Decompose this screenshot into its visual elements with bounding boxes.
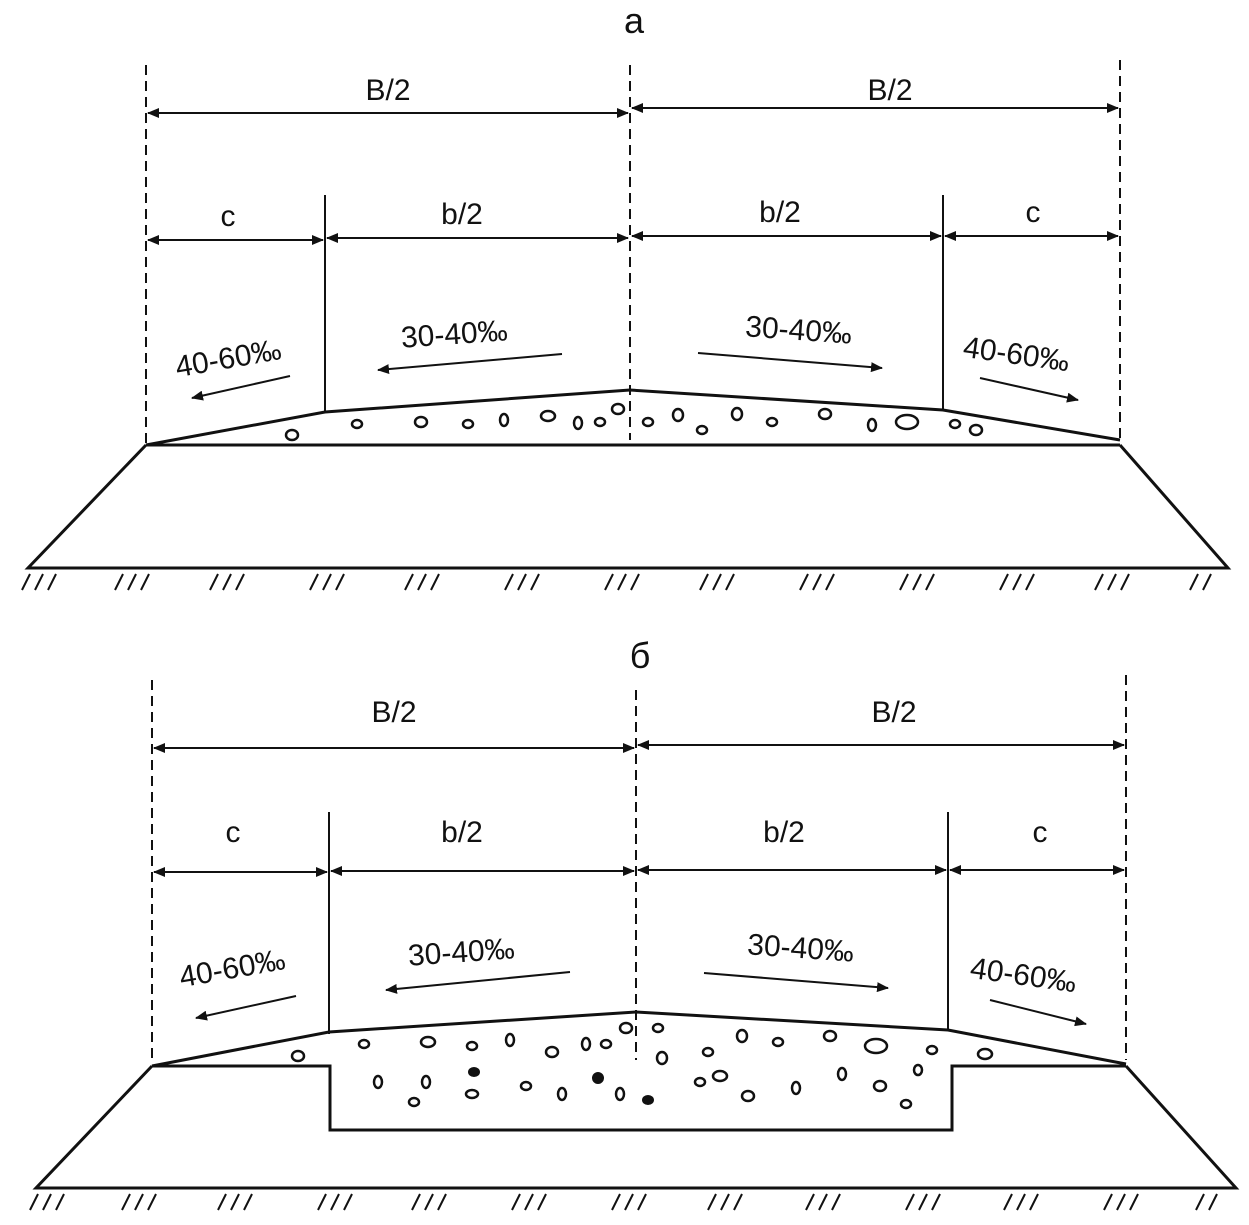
slope-label-carriageway-left: 30-40‰ [407,932,516,972]
slope-label-carriageway-right: 30-40‰ [744,310,853,350]
aggregate-stones [284,402,984,442]
embankment [32,1064,1240,1190]
slope-label-shoulder-left: 40-60‰ [173,333,284,384]
dim-label-c-left: c [226,816,241,849]
slope-arrow-carriageway-left [385,971,571,994]
pavement-trench [152,1064,1126,1132]
panel-b-title: б [630,635,651,676]
slope-label-carriageway-left: 30-40‰ [400,314,509,354]
slope-arrow-shoulder-left [191,375,291,401]
aggregate-stones [290,1021,994,1110]
pavement-surface [145,388,1121,447]
panel-a: а B/2 B/2 c b/2 b/2 c 40-60‰ 30-40‰ 30-4… [21,0,1232,591]
slope-label-shoulder-left: 40-60‰ [177,943,288,994]
slope-label-shoulder-right: 40-60‰ [961,331,1071,379]
dim-label-c-left: c [221,200,236,233]
ground-hatching [29,1193,1218,1211]
dim-label-b-half-right: b/2 [763,816,805,849]
dim-label-c-right: c [1026,196,1041,229]
slope-arrow-carriageway-right [697,352,883,373]
slope-arrow-carriageway-right [703,972,889,993]
slope-label-carriageway-right: 30-40‰ [746,928,855,968]
slope-arrow-shoulder-right [979,377,1079,403]
embankment [24,443,1232,570]
ground-hatching [21,573,1212,591]
dim-label-B-half-right: B/2 [871,696,916,729]
slope-label-shoulder-right: 40-60‰ [968,952,1078,1000]
slope-arrow-shoulder-right [989,999,1087,1027]
slope-arrow-carriageway-left [377,353,563,375]
dim-label-B-half-right: B/2 [867,74,912,107]
pavement-surface [151,1010,1127,1068]
dim-label-c-right: c [1033,816,1048,849]
panel-a-title: а [624,0,645,41]
dim-label-b-half-right: b/2 [759,196,801,229]
panel-b: б B/2 B/2 c b/2 b/2 c 40-60‰ 30-40‰ 30-4… [29,635,1240,1211]
dim-label-B-half-left: B/2 [365,74,410,107]
dim-label-B-half-left: B/2 [371,696,416,729]
dim-label-b-half-left: b/2 [441,198,483,231]
slope-arrow-shoulder-left [195,995,297,1021]
dim-label-b-half-left: b/2 [441,816,483,849]
